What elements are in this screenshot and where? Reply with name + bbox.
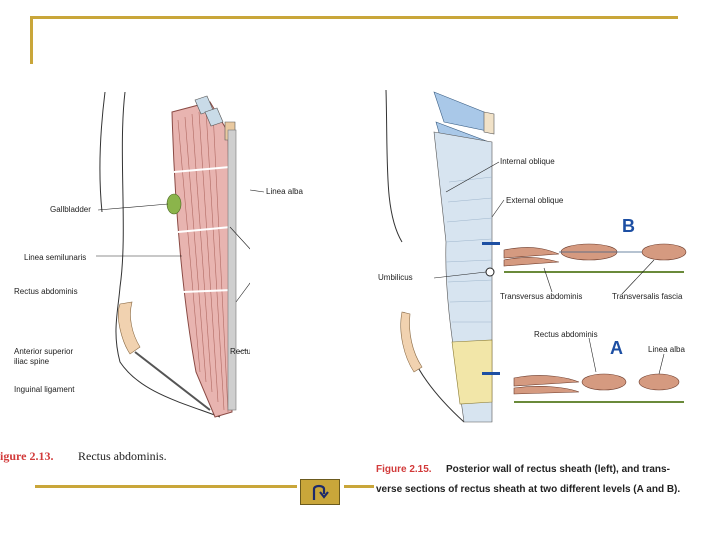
label-iliac-spine: iliac spine (14, 357, 50, 366)
level-a-label: A (610, 338, 623, 358)
figure-rectus-abdominis: Gallbladder Linea semilunaris Rectus abd… (0, 72, 294, 472)
label-umbilicus: Umbilicus (378, 273, 413, 282)
label-linea-alba-left: Linea alba (266, 187, 303, 196)
label-inguinal-ligament: Inguinal ligament (14, 385, 75, 394)
bottom-rule (35, 485, 297, 488)
label-linea-semilunaris: Linea semilunaris (24, 253, 86, 262)
label-anterior-superior: Anterior superior (14, 347, 73, 356)
caption-figure-number: igure 2.13. (0, 449, 53, 463)
return-u-arrow-icon (312, 484, 329, 500)
label-linea-alba-left-wrapper: Linea alba (250, 187, 303, 196)
bottom-rule-right (344, 485, 374, 488)
label-gallbladder: Gallbladder (50, 205, 91, 214)
home-button[interactable] (300, 479, 340, 505)
label-rectus-abdominis: Rectus abdominis (534, 330, 598, 339)
label-external-oblique: External oblique (506, 196, 564, 205)
caption-line-1: Posterior wall of rectus sheath (left), … (446, 464, 670, 475)
figure-rectus-sheath: B A Internal oblique External oblique Um… (374, 82, 694, 502)
label-rectus-abdominis-right: Rectus abdominis (230, 347, 250, 356)
label-linea-alba-right: Linea alba (648, 345, 685, 354)
level-b-label: B (622, 216, 635, 236)
caption-figure-number-right: Figure 2.15. (376, 464, 432, 475)
caption-line-2: verse sections of rectus sheath at two d… (376, 484, 680, 495)
label-rectus-abdominis-left: Rectus abdominis (14, 287, 78, 296)
slide-frame-top-rule (30, 16, 678, 19)
caption-text: Rectus abdominis. (78, 449, 167, 463)
label-transversalis-fascia: Transversalis fascia (612, 292, 683, 301)
slide-frame-left-rule (30, 16, 33, 64)
label-internal-oblique: Internal oblique (500, 157, 555, 166)
label-transversus-abdominis: Transversus abdominis (500, 292, 582, 301)
